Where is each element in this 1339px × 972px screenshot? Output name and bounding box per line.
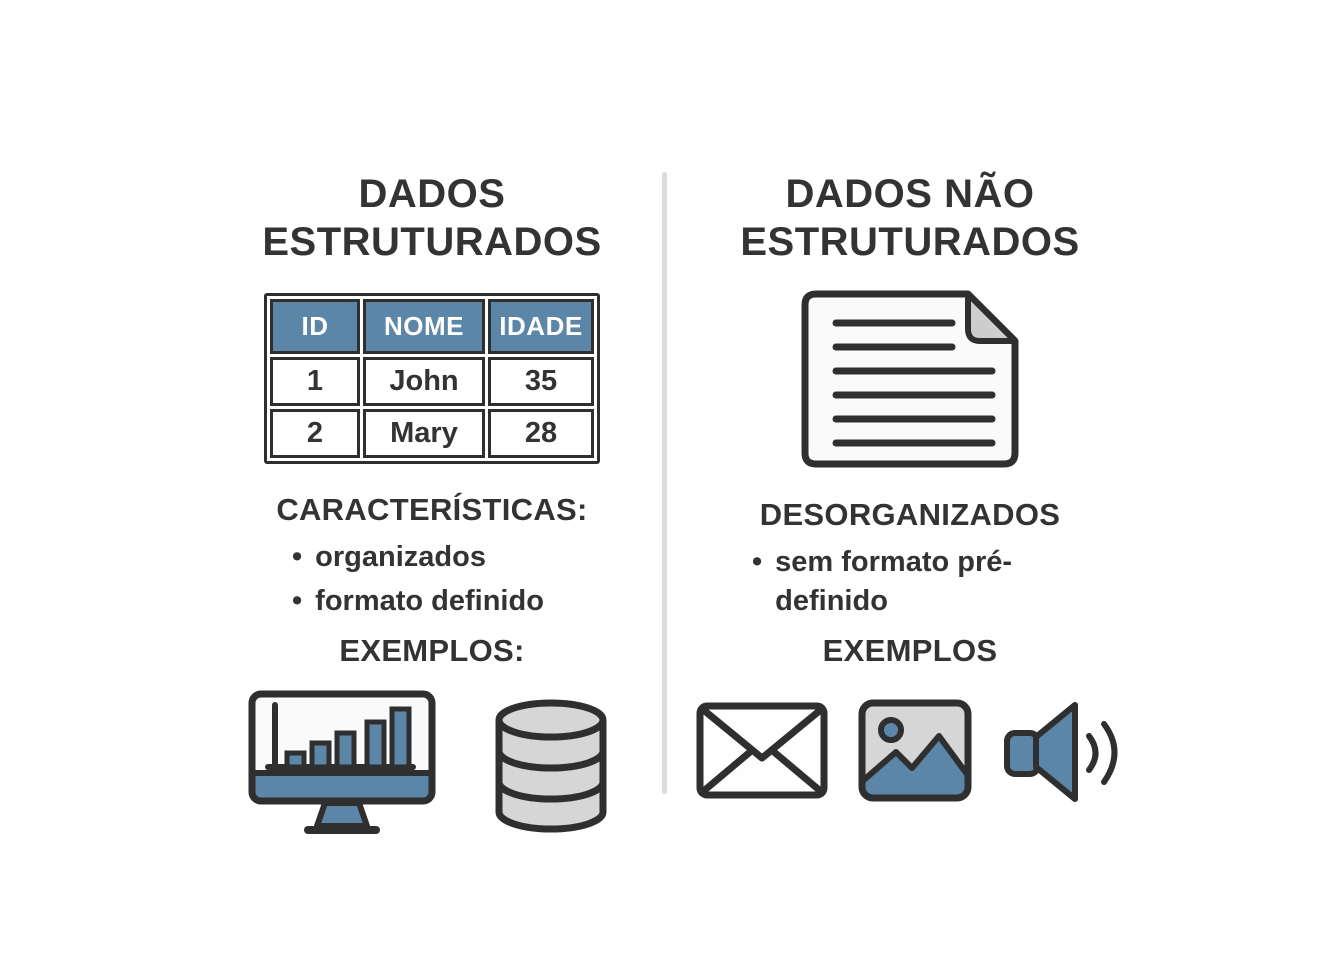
column-divider bbox=[662, 172, 667, 794]
title-line-2: ESTRUTURADOS bbox=[740, 220, 1080, 265]
table-header-nome: NOME bbox=[363, 298, 485, 354]
cell-idade: 28 bbox=[488, 408, 594, 458]
title-line-2: ESTRUTURADOS bbox=[262, 220, 602, 265]
list-item: • organizados bbox=[292, 538, 634, 577]
examples-heading: EXEMPLOS: bbox=[339, 633, 525, 669]
structured-examples-icons bbox=[230, 689, 634, 836]
cell-nome: John bbox=[363, 356, 485, 406]
cell-id: 2 bbox=[270, 408, 360, 458]
unstructured-data-title: DADOS NÃO ESTRUTURADOS bbox=[698, 170, 1122, 267]
table-row: 2 Mary 28 bbox=[270, 408, 594, 458]
characteristics-list: • sem formato pré-definido bbox=[698, 543, 1122, 621]
list-item: • formato definido bbox=[292, 582, 634, 621]
table-header-idade: IDADE bbox=[488, 298, 594, 354]
desorganizados-heading: DESORGANIZADOS bbox=[759, 496, 1061, 532]
examples-heading: EXEMPLOS bbox=[822, 633, 998, 669]
list-item: • sem formato pré-definido bbox=[752, 543, 1122, 621]
table-header-row: ID NOME IDADE bbox=[270, 298, 594, 354]
audio-speaker-icon bbox=[1002, 695, 1124, 805]
cell-idade: 35 bbox=[488, 356, 594, 406]
database-icon bbox=[485, 694, 617, 836]
envelope-icon bbox=[696, 702, 828, 799]
document-icon bbox=[800, 289, 1020, 469]
sample-data-table: ID NOME IDADE 1 John 35 2 Mary 28 bbox=[264, 292, 600, 464]
image-icon bbox=[858, 699, 972, 802]
table-header-id: ID bbox=[270, 298, 360, 354]
unstructured-data-column: DADOS NÃO ESTRUTURADOS DESORGANIZADOS bbox=[696, 170, 1124, 805]
cell-id: 1 bbox=[270, 356, 360, 406]
cell-nome: Mary bbox=[363, 408, 485, 458]
characteristics-list: • organizados • formato definido bbox=[230, 538, 634, 621]
unstructured-examples-icons bbox=[696, 695, 1124, 805]
bullet-icon: • bbox=[292, 584, 303, 617]
bullet-icon: • bbox=[752, 545, 763, 578]
table-row: 1 John 35 bbox=[270, 356, 594, 406]
title-line-1: DADOS NÃO bbox=[785, 172, 1035, 216]
monitor-bar-chart-icon bbox=[247, 689, 437, 836]
bullet-text: organizados bbox=[315, 540, 486, 573]
structured-data-column: DADOS ESTRUTURADOS ID NOME IDADE 1 John bbox=[230, 170, 634, 836]
bullet-text: sem formato pré-definido bbox=[775, 545, 1013, 617]
bullet-icon: • bbox=[292, 540, 303, 573]
characteristics-heading: CARACTERÍSTICAS: bbox=[276, 491, 588, 527]
title-line-1: DADOS bbox=[358, 172, 506, 216]
structured-data-title: DADOS ESTRUTURADOS bbox=[230, 170, 634, 267]
bullet-text: formato definido bbox=[315, 584, 544, 617]
